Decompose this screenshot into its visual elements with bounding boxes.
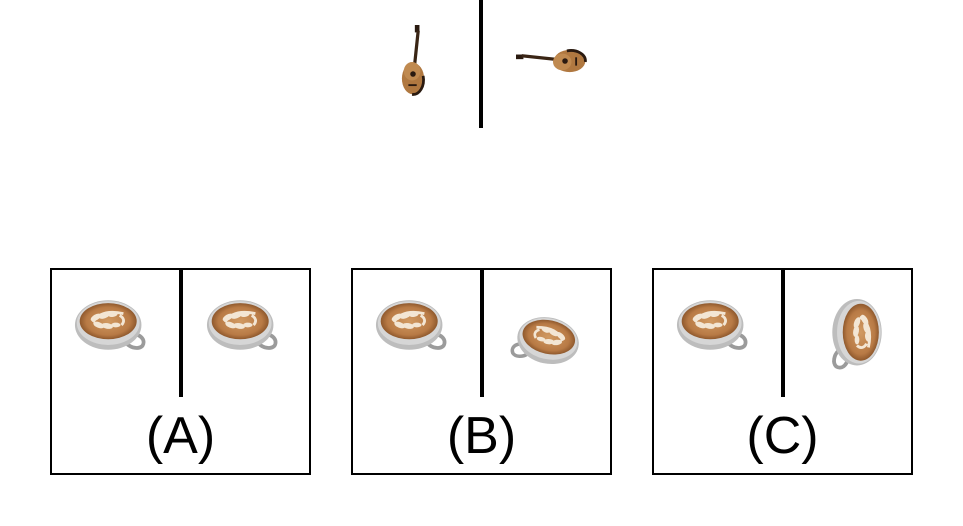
option-c-divider — [781, 270, 785, 397]
reference-guitar-upright — [396, 25, 430, 99]
option-c-right-item — [822, 296, 888, 376]
latte-cup-icon — [676, 296, 752, 354]
option-b[interactable]: (B) — [351, 268, 612, 475]
option-b-left-item — [375, 296, 451, 354]
option-c-label: (C) — [746, 407, 819, 465]
option-a[interactable]: (A) — [50, 268, 311, 475]
option-a-divider — [179, 270, 183, 397]
latte-cup-icon — [74, 296, 150, 354]
guitar-icon — [396, 25, 430, 99]
reference-divider — [479, 0, 483, 128]
latte-cup-icon — [507, 306, 583, 370]
guitar-icon — [512, 40, 588, 82]
option-b-label: (B) — [446, 407, 517, 465]
option-a-right-item — [206, 296, 282, 354]
option-a-left-item — [74, 296, 150, 354]
option-c[interactable]: (C) — [652, 268, 913, 475]
option-b-right-item — [507, 306, 583, 370]
option-c-left-item — [676, 296, 752, 354]
option-a-label: (A) — [145, 407, 216, 465]
option-b-divider — [480, 270, 484, 397]
latte-cup-icon — [822, 296, 888, 376]
reference-guitar-rotated — [512, 40, 588, 82]
latte-cup-icon — [206, 296, 282, 354]
latte-cup-icon — [375, 296, 451, 354]
